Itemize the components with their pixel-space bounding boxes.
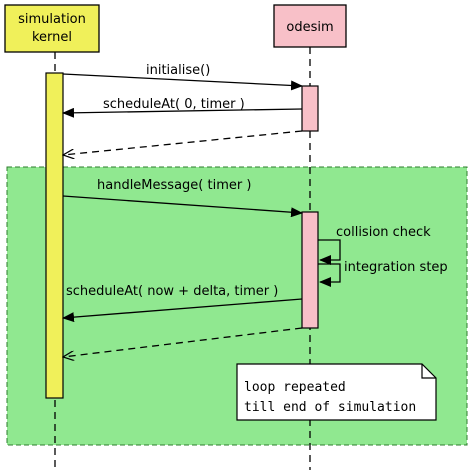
self-call-integration-label: integration step (344, 260, 448, 275)
self-call-collision-label: collision check (336, 225, 431, 240)
loop-note-fold (421, 364, 436, 379)
odesim-activation-1 (301, 85, 319, 132)
participant-kernel-box (4, 4, 100, 53)
message-schedule-delta-label: scheduleAt( now + delta, timer ) (66, 284, 278, 299)
odesim-activation-2 (301, 211, 319, 329)
message-schedule-timer-label: scheduleAt( 0, timer ) (103, 97, 245, 112)
participant-kernel-label-1: simulation (18, 12, 86, 27)
message-handle-message-label: handleMessage( timer ) (97, 178, 251, 193)
message-initialise-arrow (62, 73, 303, 91)
message-handle-message-arrow (62, 195, 303, 218)
self-call-collision-arrow (318, 239, 341, 265)
message-schedule-timer-arrow (62, 107, 303, 118)
loop-note-line-2: till end of simulation (244, 400, 416, 415)
message-schedule-delta-arrow (62, 298, 303, 323)
self-call-integration-arrow (318, 263, 341, 287)
kernel-activation (45, 72, 64, 399)
participant-odesim-label: odesim (286, 20, 333, 35)
message-initialise-label: initialise() (146, 63, 210, 78)
loop-note (236, 363, 437, 421)
participant-kernel-label-2: kernel (32, 30, 72, 45)
participant-odesim-box (273, 4, 347, 48)
return-arrow-1 (63, 130, 303, 155)
loop-note-line-1: loop repeated (244, 380, 346, 395)
return-arrow-2 (63, 327, 303, 357)
